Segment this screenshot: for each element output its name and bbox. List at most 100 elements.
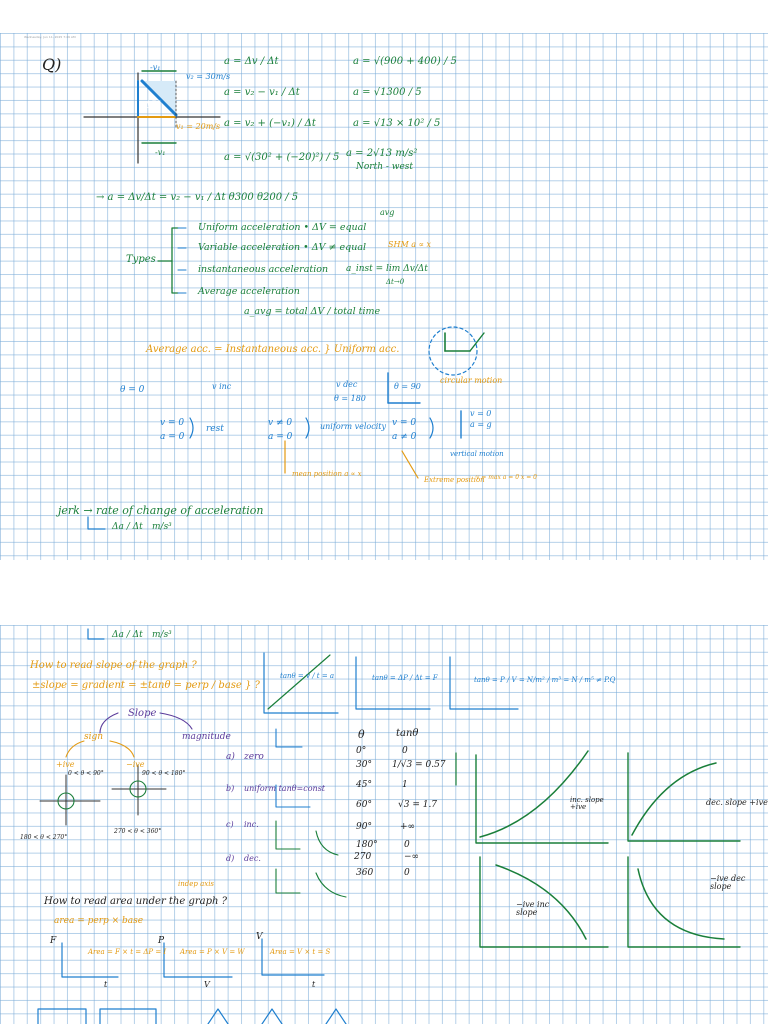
plus-ive: +ive (56, 760, 75, 769)
tan-item-d-text: dec. (244, 854, 261, 863)
table-row-3-tan: √3 = 1.7 (398, 800, 438, 810)
rest-a: a = 0 (160, 432, 185, 442)
derivation-line3: a = v₂ + (−v₁) / Δt (224, 118, 316, 129)
graph-inc-slope-label: inc. slope +ive (570, 796, 604, 811)
tan-graph2: tanθ = ΔP / Δt = F (372, 674, 438, 682)
a-inst-limit: Δt→0 (386, 278, 405, 286)
vertical-a: a = g (470, 420, 492, 429)
derivation-line1: a = Δv / Δt (224, 56, 279, 67)
rest-v: v = 0 (160, 418, 185, 428)
table-row-7-theta: 360 (356, 868, 374, 878)
rest-label: rest (206, 424, 224, 434)
theta0-label: θ = 0 (120, 385, 145, 395)
jerk-unit: m/s³ (152, 522, 172, 532)
derivation-right4: a = 2√13 m/s² (346, 148, 418, 159)
area-graph3-axis: V (256, 932, 263, 942)
slope-heading: How to read slope of the graph ? (30, 660, 197, 671)
derivation-line2: a = v₂ − v₁ / Δt (224, 87, 300, 98)
slope-definition: ±slope = gradient = ±tanθ = perp / base … (32, 680, 260, 691)
nonzero-v: v = 0 (392, 418, 417, 428)
type-item-uniform: Uniform acceleration • ΔV = equal (198, 222, 367, 233)
types-label: Types (126, 254, 156, 265)
table-row-0-tan: 0 (402, 746, 408, 756)
table-row-1-theta: 30° (356, 760, 372, 770)
graph-dec-slope-label: dec. slope +ive (706, 798, 768, 807)
table-row-3-theta: 60° (356, 800, 372, 810)
uniform-label: uniform velocity (320, 422, 386, 431)
a-inst-formula: a_inst = lim Δv/Δt (346, 264, 428, 274)
table-row-7-tan: 0 (404, 868, 410, 878)
page-gap (0, 560, 768, 625)
jerk-unit-frac: Δa / Δt (112, 522, 143, 532)
mean-position-label: mean position a ∝ x (292, 470, 362, 478)
minus-v1-label: -v₁ (150, 63, 161, 72)
uniform-a: a = 0 (268, 432, 293, 442)
type-item-average: Average acceleration (198, 286, 300, 297)
nonzero-a: a ≠ 0 (392, 432, 417, 442)
tan-graph3: tanθ = P / V = N/m² / m³ = N / m⁵ ≠ P.Q (474, 676, 616, 684)
table-head-tan: tanθ (396, 728, 419, 739)
quadrant-2: 90 < θ < 180° (142, 770, 186, 777)
jerk-unit-frac-2: Δa / Δt (112, 630, 143, 640)
page-timestamp: Wednesday, Jun 11, 2025 7:49 AM (24, 35, 76, 39)
vertical-v: v = 0 (470, 409, 492, 418)
area-graph3-text: Area = V × t = S (270, 948, 331, 956)
page1-drawings (83, 70, 485, 530)
quadrant-3: 180 < θ < 270° (20, 834, 68, 841)
direction-label: North - west (356, 162, 414, 172)
area-graph3-x: t (312, 980, 316, 989)
uniform-v: v ≠ 0 (268, 418, 293, 428)
area-graph2-axis: P (158, 936, 165, 946)
avg-inst-uniform: Average acc. = Instantaneous acc. } Unif… (146, 344, 400, 355)
note-page-1: Wednesday, Jun 11, 2025 7:49 AM (0, 33, 768, 560)
type-item-variable: Variable acceleration • ΔV ≠ equal (198, 242, 367, 253)
table-row-2-tan: 1 (402, 780, 408, 790)
table-row-4-theta: 90° (356, 822, 372, 832)
avg-note: avg (380, 208, 395, 217)
tan-item-c-label: c) (226, 820, 234, 829)
graph-minus-dec-label: −ive dec slope (710, 874, 746, 891)
a-avg-formula: a_avg = total ΔV / total time (244, 306, 381, 317)
derivation-right2: a = √1300 / 5 (353, 87, 422, 98)
extreme-position-label: Extreme position (424, 476, 485, 484)
tan-item-a-label: a) (226, 752, 235, 762)
sign-word: sign (84, 732, 104, 742)
tan-item-a-text: zero (244, 752, 264, 762)
delta-v-label: ΔV (144, 100, 160, 111)
tan-item-c-text: inc. (244, 820, 259, 829)
derivation-line4: a = √(30² + (−20)²) / 5 (224, 152, 340, 163)
tan-graph1: tanθ = v / t = a (280, 672, 335, 680)
extreme-values: v = max a = 0 x = 0 (476, 474, 537, 481)
table-row-5-theta: 180° (356, 840, 378, 850)
table-row-4-tan: +∞ (400, 822, 416, 832)
quadrant-1: 0 < θ < 90° (68, 770, 104, 777)
graph-minus-inc-label: −ive inc slope (516, 900, 550, 917)
page2-drawings (37, 628, 741, 1024)
v1-value: v₁ = 20m/s (176, 122, 221, 131)
magnitude-word: magnitude (182, 732, 231, 742)
v2-value: v₂ = 30m/s (186, 72, 231, 81)
area-graph1-axis: F (50, 936, 57, 946)
indep-axis-label: indep axis (178, 880, 215, 888)
v-dec-label: v dec (336, 380, 358, 389)
table-head-theta: θ (358, 728, 365, 741)
avg-acc-line: → a = Δv/Δt = v₂ − v₁ / Δt θ300 θ200 / 5 (96, 192, 299, 203)
table-row-6-theta: 270 (354, 852, 372, 862)
v-inc-label: v inc (212, 382, 232, 391)
area-graph1-x: t (104, 980, 108, 989)
slope-word: Slope (128, 708, 157, 719)
jerk-definition: jerk → rate of change of acceleration (58, 504, 264, 517)
question-label: Q) (42, 55, 62, 74)
area-definition: area = perp × base (54, 916, 144, 926)
shm-note: SHM a ∝ x (388, 240, 431, 249)
table-row-5-tan: 0 (404, 840, 410, 850)
jerk-unit-2: m/s³ (152, 630, 172, 640)
table-row-6-tan: −∞ (404, 852, 420, 862)
table-row-0-theta: 0° (356, 746, 367, 756)
area-graph2-text: Area = P × V = W (180, 948, 245, 956)
minus-v1-bottom: -v₁ (155, 148, 166, 157)
theta90-label: θ = 90 (394, 382, 421, 391)
circular-motion-label: circular motion (440, 376, 503, 385)
tan-item-b-text: uniform tanθ=const (244, 784, 326, 793)
quadrant-4: 270 < θ < 360° (114, 828, 162, 835)
